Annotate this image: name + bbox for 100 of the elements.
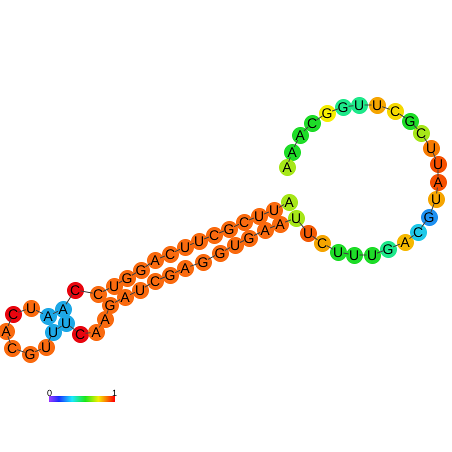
backbone-line (16, 349, 26, 353)
backbone-line (80, 290, 94, 294)
backbone-line (436, 187, 438, 194)
backbone-line (359, 254, 367, 256)
backbone-line (288, 156, 291, 162)
nucleotide-circle: U (350, 96, 368, 114)
backbone-line (312, 236, 318, 240)
nucleotide-circle: C (304, 114, 320, 132)
backbone-line (114, 299, 121, 303)
backbone-line (218, 230, 224, 234)
nucleotide-circle: U (300, 224, 316, 242)
nucleotide-circle: U (190, 232, 208, 250)
backbone-line (190, 242, 194, 246)
backbone-line (145, 262, 151, 268)
nucleotide-circle: G (162, 266, 178, 284)
backbone-line (160, 276, 166, 280)
backbone-line (270, 226, 276, 228)
backbone-line (98, 323, 102, 328)
nucleotide-circle: U (430, 156, 446, 172)
backbone-line (408, 234, 414, 240)
nucleotide-circle: U (176, 238, 194, 256)
nucleotide-circle: G (402, 112, 418, 130)
nucleotide-circle: G (240, 230, 258, 246)
nucleotide-circle: A (284, 144, 300, 160)
nucleotide-circle: C (386, 102, 404, 120)
backbone-line (294, 140, 298, 148)
nucleotide-circle: C (412, 124, 430, 142)
backbone-line (118, 280, 123, 284)
backbone-line (303, 126, 309, 132)
backbone-line (348, 105, 354, 107)
nucleotide-circle: C (206, 226, 222, 244)
nucleotide-circle: U (368, 96, 386, 114)
backbone-line (36, 310, 44, 314)
nucleotide-circle: U (428, 190, 444, 208)
backbone-line (376, 250, 384, 254)
nucleotide-circle: C (4, 340, 20, 356)
nucleotide-circle: A (396, 234, 414, 250)
backbone-line (298, 222, 306, 230)
nucleotide-circle: U (364, 246, 380, 264)
nucleotide-circle: A (278, 158, 296, 176)
backbone-line (34, 348, 42, 352)
backbone-line (332, 108, 338, 112)
backbone-line (326, 245, 334, 250)
nucleotide-circle: A (292, 126, 308, 144)
nucleotide-circle: G (334, 98, 352, 116)
backbone-line (342, 252, 350, 254)
nucleotide-circle: U (346, 246, 362, 264)
backbone-line (131, 272, 137, 276)
backbone-line (65, 294, 73, 305)
backbone-line (430, 204, 434, 212)
nucleotide-circle: G (132, 262, 150, 278)
nucleotide-circle: G (318, 104, 336, 122)
nucleotide-circle: G (212, 244, 228, 262)
nucleotide-circle: C (314, 234, 330, 252)
backbone-line (364, 104, 372, 106)
nucleotide-circle: A (88, 324, 104, 340)
nucleotide-circle: C (90, 286, 106, 302)
nucleotide-circle: U (422, 140, 440, 156)
backbone-line (190, 263, 198, 267)
backbone-line (52, 310, 58, 314)
nucleotide-circle: U (132, 282, 148, 298)
scale-label: 0 (47, 389, 52, 398)
backbone-line (204, 236, 210, 240)
backbone-line (106, 310, 109, 314)
backbone-line (278, 204, 285, 208)
nucleotide-circle: A (176, 260, 194, 276)
backbone-line (224, 247, 231, 251)
backbone-line (7, 336, 11, 344)
nucleotide-circle: A (0, 322, 14, 340)
backbone-line (399, 114, 406, 118)
backbone-line (316, 116, 323, 120)
backbone-line (48, 336, 52, 342)
nucleotide-circle: C (4, 306, 22, 322)
nucleotide-circle: A (40, 308, 56, 324)
backbone-line (420, 220, 426, 228)
nucleotide-circle: U (38, 338, 54, 356)
nucleotide-circle: G (194, 254, 212, 270)
nucleotide-circle: U (288, 210, 304, 226)
backbone-line (413, 124, 418, 130)
backbone-line (248, 218, 254, 220)
nucleotide-circle: C (162, 246, 178, 262)
nucleotide-circle: A (430, 174, 446, 190)
backbone-line (392, 244, 400, 248)
nucleotide-circle: U (22, 300, 40, 316)
backbone-line (130, 292, 136, 296)
nucleotide-circle: G (380, 240, 396, 258)
backbone-line (234, 224, 240, 228)
nucleotide-circle: C (410, 224, 426, 240)
nucleotide-circle: A (280, 194, 298, 210)
scale-label: 1 (112, 389, 118, 398)
nucleotide-circle: A (146, 252, 164, 268)
nucleotide-circle: C (66, 282, 84, 298)
backbone-line (174, 270, 180, 274)
backbone-line (432, 152, 436, 160)
nucleotide-circle: C (146, 272, 164, 290)
nucleotide-circle: G (220, 220, 238, 238)
nucleotide-circle: C (72, 326, 88, 342)
backbone-line (207, 255, 216, 260)
nucleotide-circle: C (236, 214, 252, 230)
backbone-line (144, 283, 151, 288)
